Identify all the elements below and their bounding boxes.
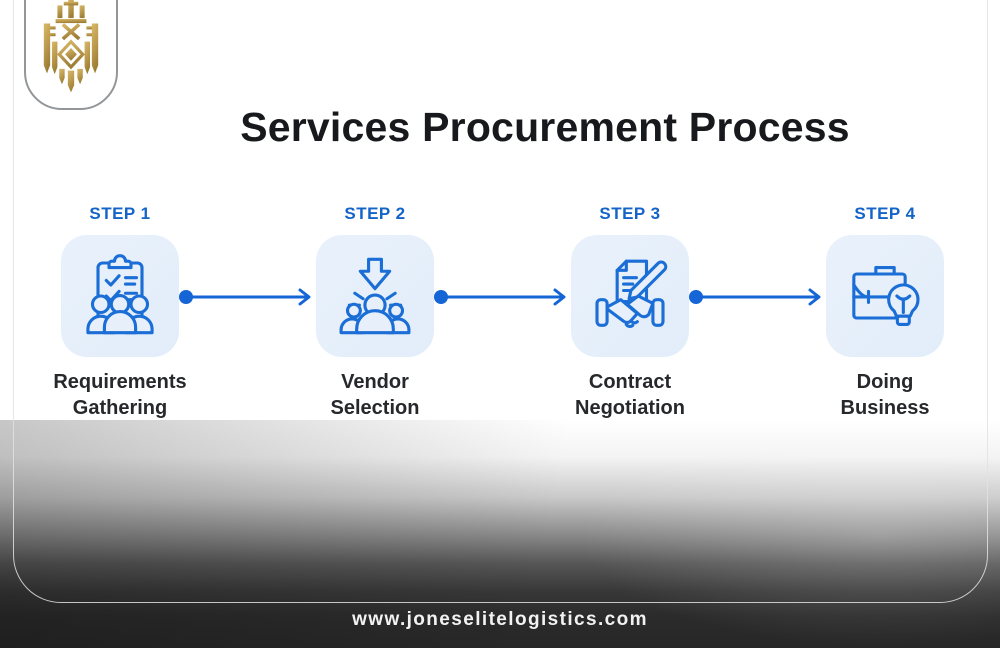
step-2-icon-box — [316, 235, 434, 357]
vendor-selection-person-icon — [339, 257, 411, 335]
briefcase-lightbulb-icon — [852, 266, 920, 326]
bottom-gradient — [0, 420, 1000, 648]
step-1: STEP 1 Requirements Gathering — [30, 204, 210, 421]
page-title: Services Procurement Process — [240, 104, 850, 150]
step-1-title: Requirements Gathering — [53, 371, 187, 419]
connector-arrow-2 — [434, 288, 566, 306]
connector-arrow-3 — [689, 288, 821, 306]
gold-lion-emblem-icon — [43, 0, 99, 93]
website-url: www.joneselitelogistics.com — [352, 609, 648, 630]
step-4-label: STEP 4 — [854, 204, 916, 223]
contract-handshake-icon — [595, 259, 668, 329]
step-1-icon-box — [61, 235, 179, 357]
step-2-title: Vendor Selection — [330, 371, 420, 419]
step-3-title: Contract Negotiation — [575, 371, 685, 419]
connector-arrow-1 — [179, 288, 311, 306]
clipboard-checklist-team-icon — [86, 254, 154, 335]
step-1-label: STEP 1 — [89, 204, 151, 223]
step-2: STEP 2 Vendor Selection — [285, 204, 465, 421]
logo-badge — [24, 0, 118, 110]
step-3-icon-box — [571, 235, 689, 357]
step-4: STEP 4 Doing Business — [795, 204, 975, 421]
step-4-icon-box — [826, 235, 944, 357]
step-2-label: STEP 2 — [344, 204, 406, 223]
step-3: STEP 3 Contract Negotiation — [540, 204, 720, 421]
step-4-title: Doing Business — [840, 371, 930, 419]
step-3-label: STEP 3 — [599, 204, 661, 223]
